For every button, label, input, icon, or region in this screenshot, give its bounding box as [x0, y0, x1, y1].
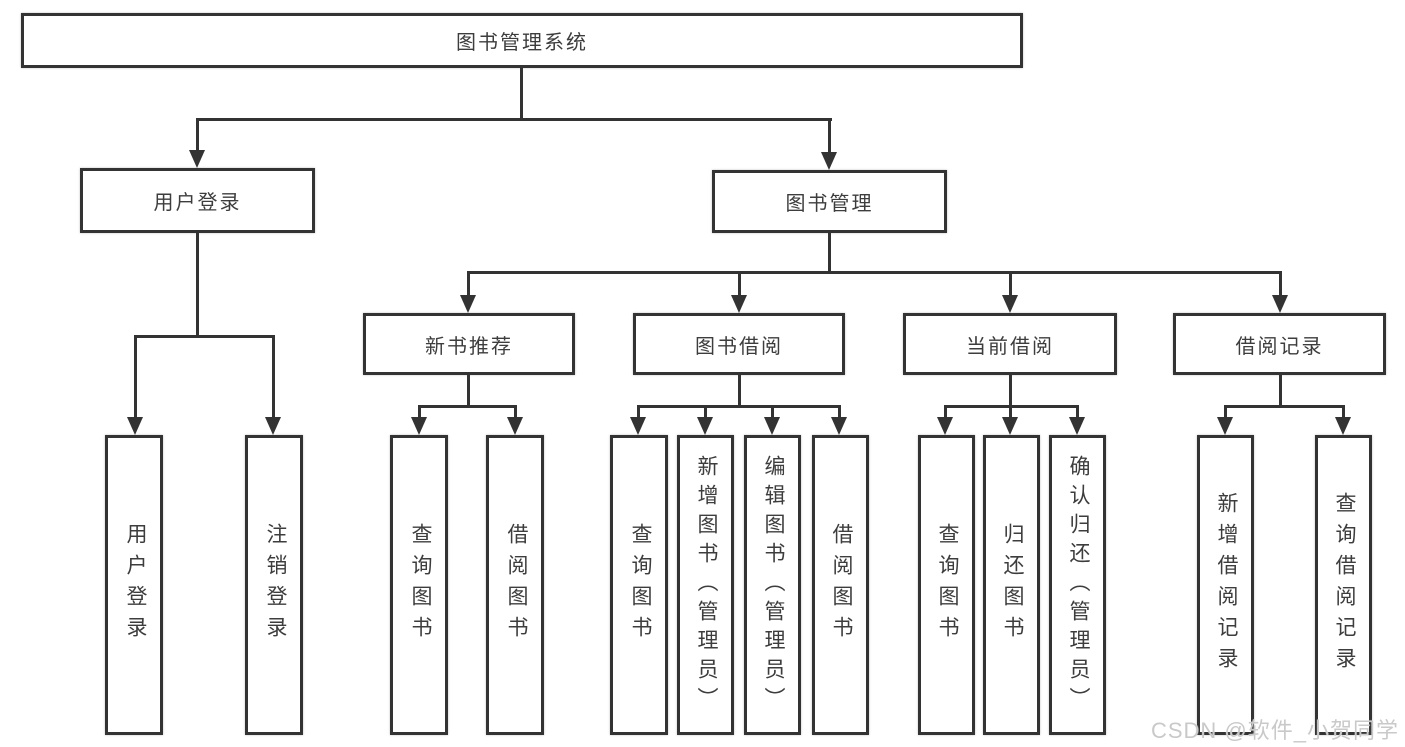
arrowhead-icon: [630, 417, 646, 435]
connector-line: [418, 405, 421, 419]
connector-line: [467, 375, 470, 407]
node-borrowing-records: 借阅记录: [1173, 313, 1386, 375]
connector-line: [944, 405, 947, 419]
connector-line: [272, 335, 275, 417]
arrowhead-icon: [1002, 295, 1018, 313]
arrowhead-icon: [189, 150, 205, 168]
node-label: 用户登录: [153, 192, 242, 214]
arrowhead-icon: [1002, 417, 1018, 435]
connector-line: [828, 233, 831, 271]
csdn-watermark: CSDN @软件_小贺同学: [1150, 718, 1399, 743]
arrowhead-icon: [127, 417, 143, 435]
node-current-borrowing: 当前借阅: [903, 313, 1117, 375]
connector-line: [196, 233, 199, 335]
arrowhead-icon: [1217, 417, 1233, 435]
connector-line: [1076, 405, 1079, 419]
node-label: 借阅记录: [1235, 335, 1324, 358]
connector-line: [704, 405, 707, 419]
node-user-login: 用户登录: [80, 168, 315, 233]
connector-line: [1224, 405, 1227, 419]
connector-line: [1009, 271, 1012, 295]
connector-line: [738, 271, 741, 295]
arrowhead-icon: [1335, 417, 1351, 435]
connector-line: [467, 271, 1281, 274]
connector-line: [637, 405, 841, 408]
arrowhead-icon: [937, 417, 953, 435]
leaf-query-books-current: 查询图书: [918, 435, 975, 735]
arrowhead-icon: [1069, 417, 1085, 435]
arrowhead-icon: [831, 417, 847, 435]
connector-line: [196, 118, 832, 121]
leaf-add-books-admin: 新增图书（管理员）: [677, 435, 734, 735]
node-new-book-recommend: 新书推荐: [363, 313, 575, 375]
leaf-edit-books-admin: 编辑图书（管理员）: [744, 435, 801, 735]
arrowhead-icon: [731, 295, 747, 313]
node-label: 图书管理系统: [456, 32, 588, 54]
leaf-query-books-borrowing: 查询图书: [610, 435, 668, 735]
connector-line: [637, 405, 640, 419]
leaf-logout: 注销登录: [245, 435, 303, 735]
arrowhead-icon: [507, 417, 523, 435]
connector-line: [514, 405, 517, 419]
node-label: 当前借阅: [966, 335, 1054, 358]
leaf-add-borrow-record: 新增借阅记录: [1197, 435, 1254, 735]
arrowhead-icon: [411, 417, 427, 435]
node-label: 图书借阅: [695, 335, 783, 358]
leaf-query-borrow-record: 查询借阅记录: [1315, 435, 1372, 735]
connector-line: [1009, 375, 1012, 407]
leaf-query-books-newbooks: 查询图书: [390, 435, 448, 735]
connector-line: [467, 271, 470, 295]
leaf-confirm-return-admin: 确认归还（管理员）: [1049, 435, 1106, 735]
node-library-system: 图书管理系统: [21, 13, 1023, 68]
arrowhead-icon: [821, 152, 837, 170]
connector-line: [196, 118, 199, 152]
connector-line: [828, 118, 831, 154]
connector-line: [1224, 405, 1345, 408]
connector-line: [1279, 271, 1282, 295]
arrowhead-icon: [460, 295, 476, 313]
node-label: 图书管理: [785, 193, 874, 215]
connector-line: [1342, 405, 1345, 419]
arrowhead-icon: [697, 417, 713, 435]
arrowhead-icon: [1272, 295, 1288, 313]
connector-line: [134, 335, 275, 338]
arrowhead-icon: [764, 417, 780, 435]
node-book-management: 图书管理: [712, 170, 947, 233]
connector-line: [418, 405, 517, 408]
connector-line: [1009, 405, 1012, 419]
leaf-user-login: 用户登录: [105, 435, 163, 735]
node-book-borrowing: 图书借阅: [633, 313, 845, 375]
connector-line: [838, 405, 841, 419]
connector-line: [771, 405, 774, 419]
connector-line: [134, 335, 137, 417]
leaf-borrow-books-newbooks: 借阅图书: [486, 435, 544, 735]
connector-line: [1279, 375, 1282, 407]
arrowhead-icon: [265, 417, 281, 435]
node-label: 新书推荐: [425, 335, 513, 358]
leaf-borrow-books-borrowing: 借阅图书: [812, 435, 869, 735]
leaf-return-books: 归还图书: [983, 435, 1040, 735]
connector-line: [738, 375, 741, 407]
connector-line: [520, 68, 523, 118]
